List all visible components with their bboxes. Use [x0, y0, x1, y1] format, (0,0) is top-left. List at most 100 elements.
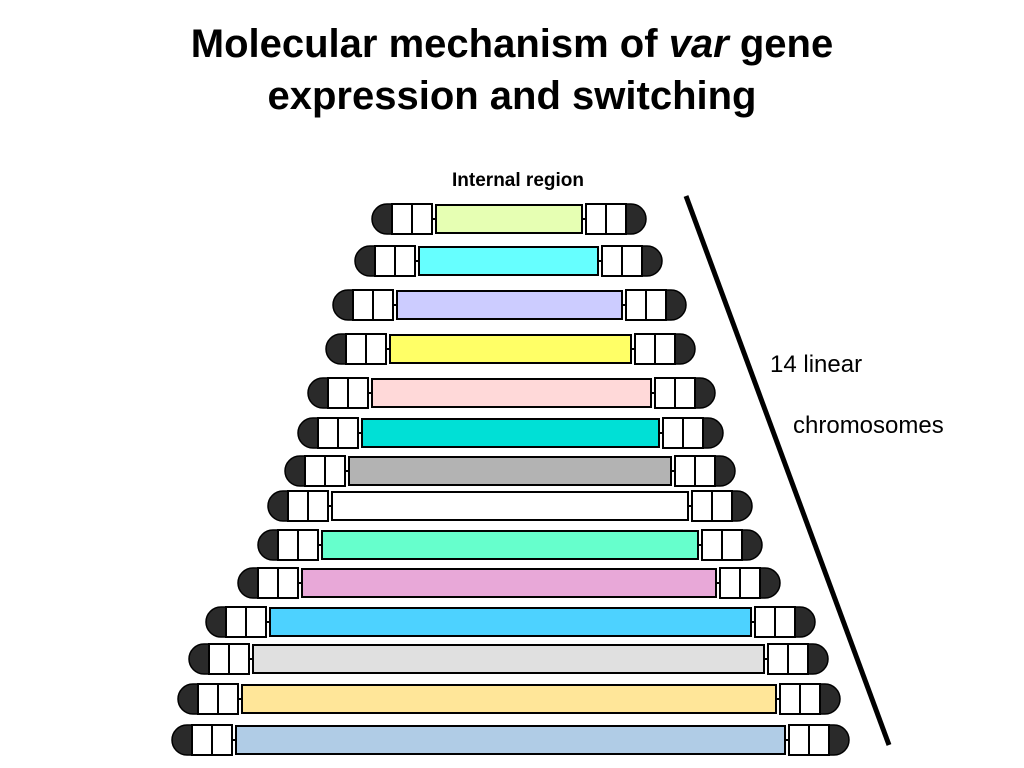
right-subtelomere-box — [662, 417, 684, 449]
right-subtelomere-box — [682, 417, 704, 449]
internal-region — [321, 530, 699, 560]
internal-region — [331, 491, 689, 521]
internal-region-label: Internal region — [452, 170, 584, 191]
left-subtelomere-box — [324, 455, 346, 487]
left-telomere — [205, 606, 227, 638]
chromosome-6 — [297, 417, 724, 449]
chromosome-5 — [307, 377, 716, 409]
left-telomere — [354, 245, 376, 277]
chromosome-8 — [267, 490, 753, 522]
right-subtelomere-box — [701, 529, 723, 561]
bracket-line — [683, 195, 892, 746]
internal-region — [252, 644, 765, 674]
internal-region — [361, 418, 660, 448]
left-subtelomere-box — [374, 245, 396, 277]
left-subtelomere-box — [208, 643, 230, 675]
chromosome-4 — [325, 333, 696, 365]
chromosome-1 — [371, 203, 647, 235]
page-title: Molecular mechanism of var gene expressi… — [0, 18, 1024, 122]
right-subtelomere-box — [694, 455, 716, 487]
chromosome-count-label: 14 linear — [770, 351, 863, 378]
left-telomere — [325, 333, 347, 365]
left-subtelomere-box — [225, 606, 247, 638]
right-subtelomere-box — [674, 377, 696, 409]
internal-region — [418, 246, 599, 276]
right-subtelomere-box — [779, 683, 801, 715]
chromosome-10 — [237, 567, 781, 599]
right-telomere — [819, 683, 841, 715]
chromosome-12 — [188, 643, 829, 675]
left-telomere — [297, 417, 319, 449]
right-subtelomere-box — [719, 567, 741, 599]
chromosome-11 — [205, 606, 816, 638]
left-subtelomere-box — [228, 643, 250, 675]
right-telomere — [665, 289, 687, 321]
right-telomere — [694, 377, 716, 409]
right-subtelomere-box — [625, 289, 647, 321]
right-telomere — [625, 203, 647, 235]
left-telomere — [332, 289, 354, 321]
left-subtelomere-box — [317, 417, 339, 449]
left-subtelomere-box — [352, 289, 374, 321]
title-line1-suffix: gene — [728, 22, 834, 66]
left-subtelomere-box — [307, 490, 329, 522]
left-telomere — [188, 643, 210, 675]
left-subtelomere-box — [277, 567, 299, 599]
internal-region — [301, 568, 717, 598]
left-subtelomere-box — [372, 289, 394, 321]
right-telomere — [714, 455, 736, 487]
right-subtelomere-box — [788, 724, 810, 756]
right-subtelomere-box — [605, 203, 627, 235]
left-subtelomere-box — [337, 417, 359, 449]
right-telomere — [741, 529, 763, 561]
chromosome-7 — [284, 455, 736, 487]
left-telomere — [371, 203, 393, 235]
right-subtelomere-box — [585, 203, 607, 235]
left-subtelomere-box — [191, 724, 213, 756]
right-subtelomere-box — [645, 289, 667, 321]
right-telomere — [641, 245, 663, 277]
right-subtelomere-box — [774, 606, 796, 638]
internal-region — [389, 334, 632, 364]
internal-region — [241, 684, 777, 714]
left-subtelomere-box — [287, 490, 309, 522]
right-telomere — [807, 643, 829, 675]
chromosome-3 — [332, 289, 687, 321]
internal-region — [435, 204, 583, 234]
right-subtelomere-box — [739, 567, 761, 599]
chromosome-2 — [354, 245, 663, 277]
left-telomere — [237, 567, 259, 599]
left-telomere — [177, 683, 199, 715]
right-subtelomere-box — [799, 683, 821, 715]
right-subtelomere-box — [691, 490, 713, 522]
right-telomere — [794, 606, 816, 638]
right-subtelomere-box — [601, 245, 623, 277]
left-telomere — [307, 377, 329, 409]
right-subtelomere-box — [767, 643, 789, 675]
title-line1-prefix: Molecular mechanism of — [190, 22, 669, 66]
left-telomere — [171, 724, 193, 756]
left-telomere — [257, 529, 279, 561]
chromosome-13 — [177, 683, 841, 715]
chromosomes-label: chromosomes — [793, 412, 944, 439]
left-subtelomere-box — [245, 606, 267, 638]
right-telomere — [759, 567, 781, 599]
left-subtelomere-box — [411, 203, 433, 235]
right-subtelomere-box — [754, 606, 776, 638]
chromosome-stack — [171, 203, 850, 756]
right-subtelomere-box — [721, 529, 743, 561]
internal-region — [235, 725, 786, 755]
right-subtelomere-box — [654, 333, 676, 365]
right-telomere — [702, 417, 724, 449]
right-subtelomere-box — [634, 333, 656, 365]
left-subtelomere-box — [347, 377, 369, 409]
internal-region — [269, 607, 752, 637]
left-subtelomere-box — [365, 333, 387, 365]
left-subtelomere-box — [277, 529, 299, 561]
right-telomere — [731, 490, 753, 522]
right-subtelomere-box — [621, 245, 643, 277]
title-var-italic: var — [668, 22, 729, 66]
internal-region — [371, 378, 652, 408]
right-telomere — [674, 333, 696, 365]
